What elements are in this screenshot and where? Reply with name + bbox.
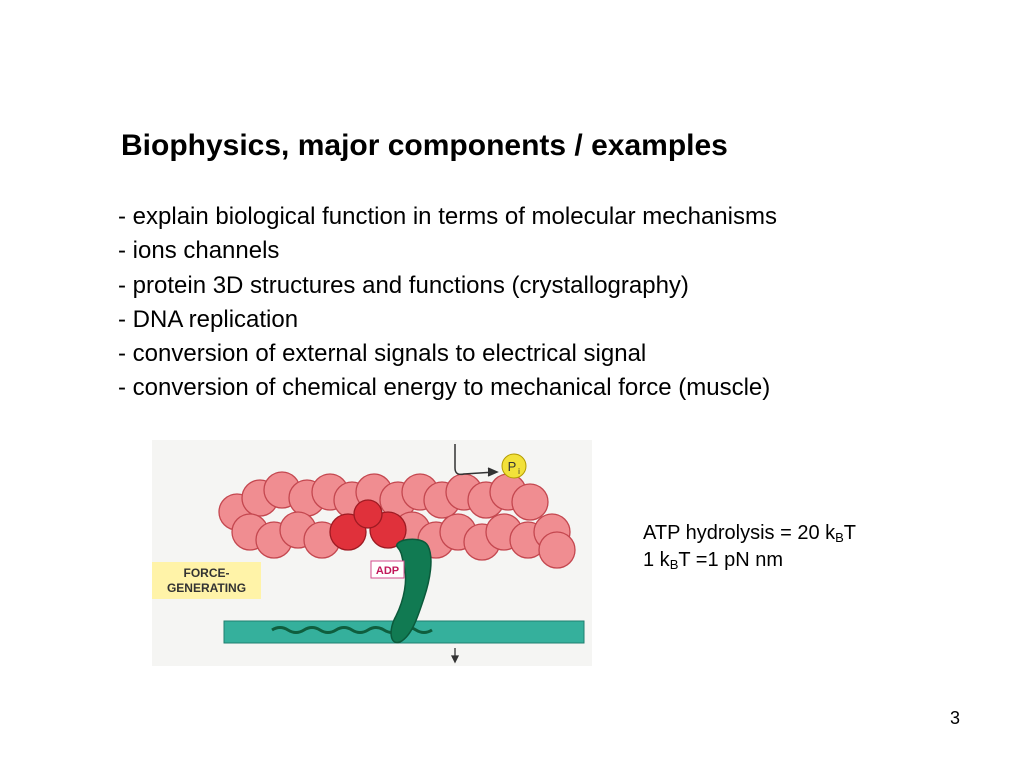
adp-label: ADP bbox=[376, 565, 399, 577]
page-number: 3 bbox=[950, 708, 961, 728]
bullet-item: - explain biological function in terms o… bbox=[118, 203, 777, 230]
bullet-item: - ions channels bbox=[118, 237, 280, 265]
phosphate-label: P bbox=[508, 459, 517, 474]
bullet-item: - DNA replication bbox=[118, 305, 299, 333]
equation-text: T bbox=[843, 522, 857, 544]
equation-kbt: 1 kBT =1 pN nm bbox=[643, 547, 856, 574]
equation-text: ATP hydrolysis = 20 k bbox=[643, 522, 836, 544]
force-generating-label-box: FORCE- GENERATING bbox=[152, 562, 261, 599]
phosphate-release-arrow bbox=[454, 444, 499, 477]
slide-title: Biophysics, major components / examples bbox=[121, 129, 728, 162]
equations: ATP hydrolysis = 20 kBT 1 kBT =1 pN nm bbox=[643, 520, 856, 574]
equation-atp-hydrolysis: ATP hydrolysis = 20 kBT bbox=[643, 520, 856, 547]
phosphate-label-sub: i bbox=[518, 467, 520, 476]
down-arrow-icon bbox=[450, 648, 460, 664]
bullet-item: - protein 3D structures and functions (c… bbox=[118, 271, 689, 299]
actin-binding-site bbox=[329, 499, 407, 551]
bullet-item: - conversion of external signals to elec… bbox=[118, 340, 647, 368]
myosin-actin-diagram: ADP FORCE- GENERATING P i bbox=[152, 440, 592, 666]
bullet-list: - explain biological function in terms o… bbox=[118, 200, 777, 406]
actin-filament bbox=[218, 471, 576, 569]
equation-text: 1 k bbox=[643, 549, 670, 571]
force-generating-label-line1: FORCE- bbox=[184, 566, 230, 580]
bullet-item: - conversion of chemical energy to mecha… bbox=[118, 374, 771, 402]
equation-subscript: B bbox=[835, 530, 844, 545]
adp-label-box: ADP bbox=[370, 560, 405, 579]
phosphate-icon: P i bbox=[501, 453, 527, 479]
force-generating-label-line2: GENERATING bbox=[167, 581, 246, 595]
equation-text: T =1 pN nm bbox=[678, 549, 784, 571]
equation-subscript: B bbox=[669, 557, 679, 572]
myosin-actin-figure: ADP FORCE- GENERATING P i bbox=[152, 440, 592, 666]
